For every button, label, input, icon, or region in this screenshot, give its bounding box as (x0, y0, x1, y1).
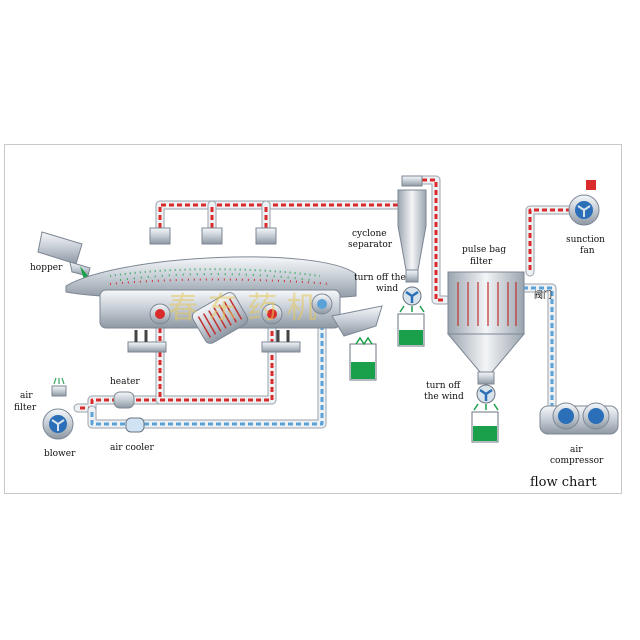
product-bucket-cyclone (397, 313, 425, 347)
rotary-valve-cyclone (399, 286, 425, 313)
cyclone-to-filter-duct (415, 175, 451, 305)
label-flow-chart: flow chart (530, 475, 597, 490)
label-suction-fan-1: sunction (566, 235, 605, 245)
diagram-frame (4, 144, 622, 494)
label-turn-off-wind-1b: wind (376, 284, 398, 294)
product-bucket-dryer (349, 336, 377, 381)
cyclone-separator (397, 175, 427, 283)
label-cyclone-1: cyclone (352, 229, 387, 239)
inlet-air-ducts (73, 301, 327, 429)
compressed-air-line (517, 283, 557, 415)
product-bucket-filter (471, 411, 499, 443)
label-turn-off-wind-2b: the wind (424, 392, 464, 402)
suction-fan (568, 180, 600, 226)
label-cyclone-2: separator (348, 240, 393, 250)
vibration-motor (191, 292, 249, 344)
label-valve: 阀门 (534, 289, 552, 301)
label-air-cooler: air cooler (110, 443, 154, 453)
heater (113, 391, 135, 409)
label-pulse-bag-1: pulse bag (462, 245, 506, 255)
label-air-compressor-2: compressor (550, 456, 604, 466)
label-turn-off-wind-2a: turn off (426, 381, 461, 391)
pulse-bag-filter (446, 271, 526, 385)
label-heater: heater (110, 377, 140, 387)
label-turn-off-wind-1a: turn off the (354, 273, 406, 283)
watermark: 春 东 药 机 (168, 291, 317, 326)
label-blower: blower (44, 449, 76, 459)
label-air-filter-2: filter (14, 403, 37, 413)
particle-bed (109, 268, 331, 285)
label-pulse-bag-2: filter (470, 257, 493, 267)
blower (42, 408, 74, 440)
label-air-compressor-1: air (570, 445, 583, 455)
filter-to-fan-duct (525, 205, 577, 277)
air-filter (51, 377, 67, 397)
top-exhaust-duct (155, 200, 417, 243)
label-hopper: hopper (30, 263, 63, 273)
label-air-filter-1: air (20, 391, 33, 401)
air-compressor (539, 402, 619, 435)
label-suction-fan-2: fan (580, 246, 595, 256)
air-cooler (125, 417, 145, 433)
rotary-valve-filter (473, 384, 499, 411)
fluid-bed-dryer (65, 227, 383, 353)
